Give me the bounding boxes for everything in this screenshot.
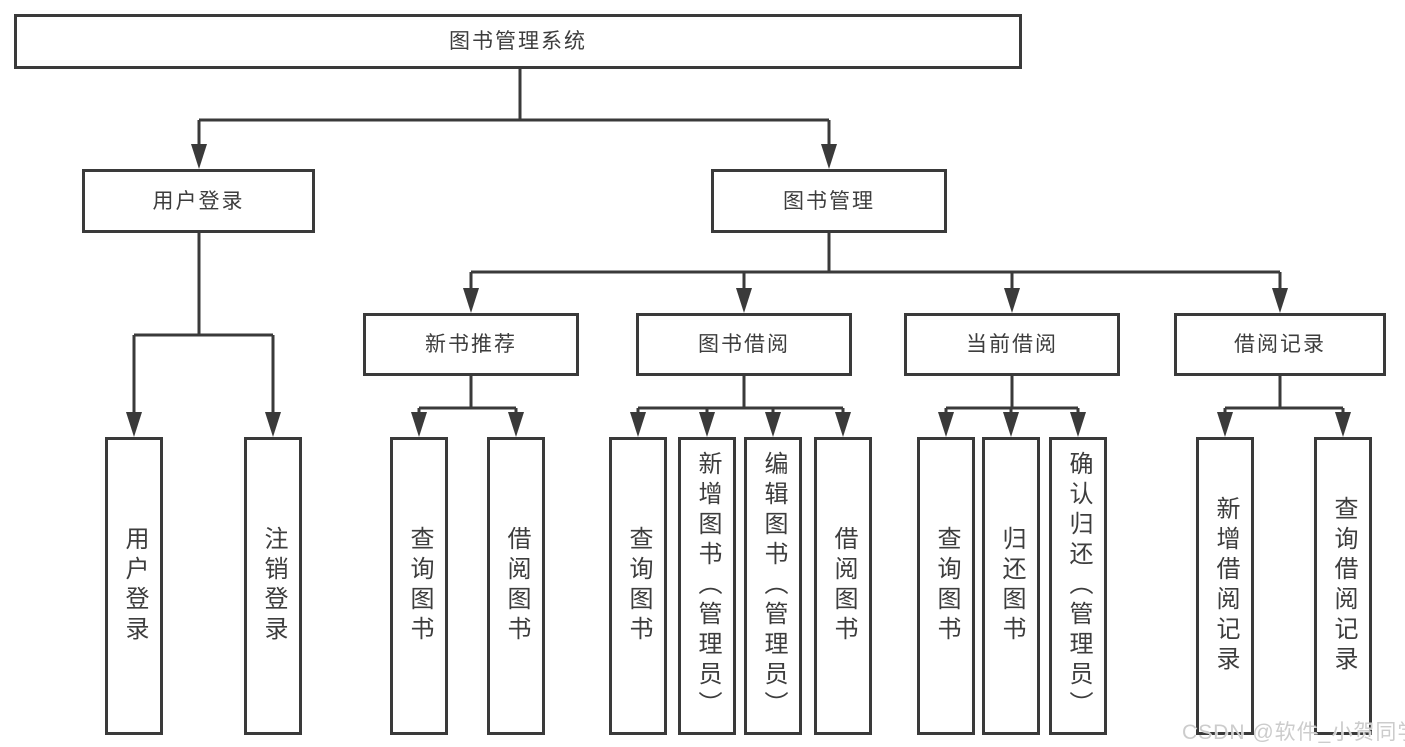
connector-current-borrowing-branch	[938, 376, 1086, 437]
node-query-borrow-record: 查询借阅记录	[1314, 437, 1372, 735]
arrow-down-icon	[699, 412, 715, 437]
arrow-down-icon	[463, 288, 479, 313]
arrow-down-icon	[938, 412, 954, 437]
node-user-login-action: 用户登录	[105, 437, 163, 735]
node-return-books: 归还图书	[982, 437, 1040, 735]
connector-book-management-branch	[463, 233, 1288, 313]
node-borrowing-records: 借阅记录	[1174, 313, 1386, 376]
node-edit-books-admin: 编辑图书（管理员）	[744, 437, 802, 735]
node-book-management: 图书管理	[711, 169, 947, 233]
arrow-down-icon	[265, 412, 281, 437]
arrow-down-icon	[508, 412, 524, 437]
arrow-down-icon	[1272, 288, 1288, 313]
node-borrowing-borrow-books: 借阅图书	[814, 437, 872, 735]
arrow-down-icon	[411, 412, 427, 437]
node-library-system: 图书管理系统	[14, 14, 1022, 69]
node-new-book-recommendation: 新书推荐	[363, 313, 579, 376]
arrow-down-icon	[1217, 412, 1233, 437]
node-current-query-books: 查询图书	[917, 437, 975, 735]
arrow-down-icon	[835, 412, 851, 437]
node-user-login: 用户登录	[82, 169, 315, 233]
watermark: CSDN @软件_小贺同学	[1182, 721, 1405, 744]
connector-borrowing-records-branch	[1217, 376, 1351, 437]
connector-book-borrowing-branch	[630, 376, 851, 437]
node-borrowing-query-books: 查询图书	[609, 437, 667, 735]
node-recommend-borrow-books: 借阅图书	[487, 437, 545, 735]
arrow-down-icon	[191, 144, 207, 169]
arrow-down-icon	[1003, 412, 1019, 437]
arrow-down-icon	[1004, 288, 1020, 313]
connector-new-book-branch	[411, 376, 524, 437]
node-add-books-admin: 新增图书（管理员）	[678, 437, 736, 735]
node-confirm-return-admin: 确认归还（管理员）	[1049, 437, 1107, 735]
node-add-borrow-record: 新增借阅记录	[1196, 437, 1254, 735]
node-current-borrowing: 当前借阅	[904, 313, 1120, 376]
connector-user-login-branch	[126, 233, 281, 437]
arrow-down-icon	[126, 412, 142, 437]
arrow-down-icon	[1335, 412, 1351, 437]
arrow-down-icon	[1070, 412, 1086, 437]
connector-root-branch	[191, 69, 837, 169]
node-recommend-query-books: 查询图书	[390, 437, 448, 735]
arrow-down-icon	[630, 412, 646, 437]
arrow-down-icon	[765, 412, 781, 437]
node-logout: 注销登录	[244, 437, 302, 735]
arrow-down-icon	[821, 144, 837, 169]
node-book-borrowing: 图书借阅	[636, 313, 852, 376]
arrow-down-icon	[736, 288, 752, 313]
